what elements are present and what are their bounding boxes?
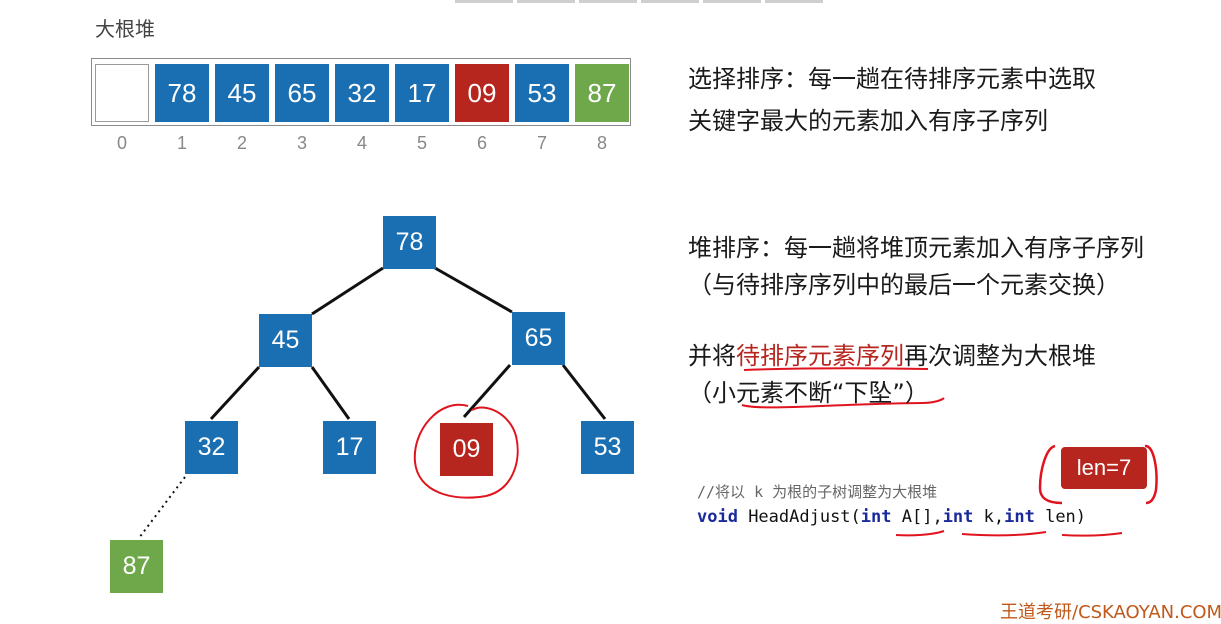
tree-node-17: 17 [323,421,376,474]
adjust-line-1: 并将待排序元素序列再次调整为大根堆 [688,336,1096,371]
underline-annotation-code-1 [895,530,945,537]
underline-annotation-code-3 [1061,532,1123,537]
tree-node-87: 87 [110,540,163,593]
code-keyword-int-2: int [942,507,974,527]
edge-32-87-dotted [138,476,186,539]
code-param-k: k, [973,507,1005,527]
bracket-annotation-callout [1038,444,1158,505]
code-signature: void HeadAdjust(int A[],int k,int len) [697,507,1086,527]
code-keyword-void: void [697,507,738,527]
array-index-7: 7 [536,133,547,153]
code-comment: //将以 k 为根的子树调整为大根堆 [697,483,938,501]
edge-45-17 [310,366,351,420]
array-cell-7: 53 [515,64,569,122]
adjust-line-2: （小元素不断“下坠”） [688,379,929,407]
array-cell-1: 78 [155,64,209,122]
edge-65-09 [462,364,512,418]
array-cell-8: 87 [575,64,629,122]
array-cell-3: 65 [275,64,329,122]
code-param-a: A[], [891,507,943,527]
code-keyword-int-3: int [1004,507,1035,527]
array-cell-6: 09 [455,64,509,122]
selection-sort-line-1: 选择排序：每一趟在待排序元素中选取 [688,65,1096,93]
array-index-6: 6 [476,133,487,153]
len-callout: len=7 [1061,447,1147,489]
adjust-highlight: 待排序元素序列 [736,342,904,370]
code-param-len: len) [1034,507,1087,527]
underline-annotation-sequence [743,367,929,371]
array-index-8: 8 [596,133,607,153]
tree-node-53: 53 [581,421,634,474]
array-index-5: 5 [416,133,427,153]
code-function-name: HeadAdjust( [737,507,861,527]
tree-node-65: 65 [512,312,565,365]
array-index-2: 2 [236,133,247,153]
footer-brand: 王道考研/CSKAOYAN.COM [1000,602,1221,623]
edge-78-65 [434,266,513,314]
circle-annotation-09 [413,403,519,499]
array-cell-2: 45 [215,64,269,122]
array-frame [91,58,631,126]
tree-node-78: 78 [383,216,436,269]
array-cell-0 [95,64,149,122]
edge-45-32 [209,365,261,421]
underline-annotation-sink [741,397,945,409]
edge-78-45 [311,266,384,316]
array-index-3: 3 [296,133,307,153]
tree-node-45: 45 [259,314,312,367]
edge-65-53 [561,364,607,420]
adjust-suffix: 再次调整为大根堆 [904,342,1096,370]
array-index-4: 4 [356,133,367,153]
code-keyword-int-1: int [860,507,892,527]
heap-sort-line-2: （与待排序序列中的最后一个元素交换） [688,271,1120,299]
underline-annotation-code-2 [961,531,1047,537]
array-cell-5: 17 [395,64,449,122]
array-index-0: 0 [116,133,127,153]
array-cell-4: 32 [335,64,389,122]
heap-sort-line-1: 堆排序：每一趟将堆顶元素加入有序子序列 [688,234,1144,262]
array-index-1: 1 [176,133,187,153]
adjust-prefix: 并将 [688,342,736,370]
selection-sort-line-2: 关键字最大的元素加入有序子序列 [688,107,1048,135]
tree-node-32: 32 [185,421,238,474]
heap-title: 大根堆 [95,17,155,41]
tree-node-09: 09 [440,423,493,476]
